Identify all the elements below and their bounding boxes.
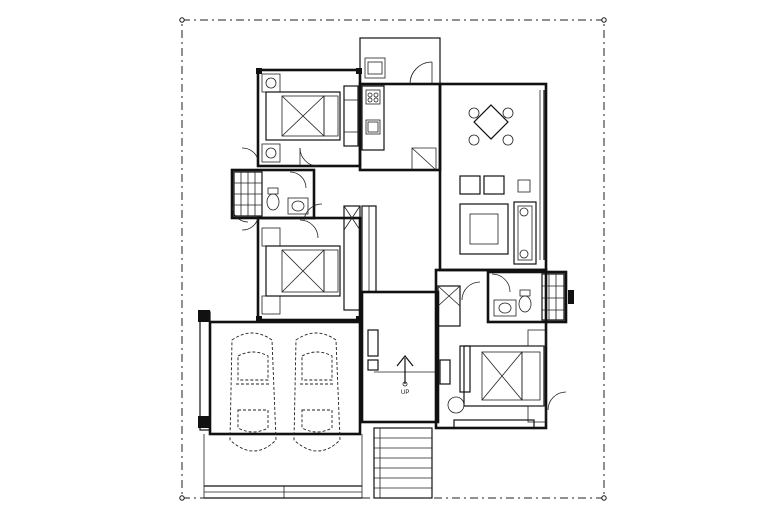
- bed-master: [463, 345, 545, 407]
- sofa: [513, 201, 537, 265]
- stair-hall: UP: [360, 290, 451, 424]
- coffee-table: [459, 203, 509, 255]
- bedroom-1: [256, 68, 362, 168]
- master-bedroom: [434, 268, 567, 430]
- wardrobe-1: [343, 85, 359, 147]
- dining-living: [438, 82, 548, 272]
- corridor: [361, 205, 377, 293]
- bathroom-1: [230, 168, 316, 220]
- toilet-1: [266, 187, 280, 211]
- armchairs: [459, 175, 531, 195]
- dining-table: [468, 104, 514, 146]
- stair-label: UP: [401, 390, 409, 396]
- bed-2: [265, 245, 341, 297]
- bed-1: [265, 91, 341, 141]
- wardrobe-2: [343, 205, 361, 311]
- kitchen: [358, 82, 442, 172]
- basin-1: [287, 197, 309, 215]
- door-swings: [231, 147, 323, 231]
- kitchen-counter: [361, 85, 385, 151]
- service-yard: [359, 37, 441, 85]
- stair-arrow: [396, 355, 414, 387]
- entry-steps: [373, 427, 433, 499]
- car-1: [229, 332, 277, 452]
- car-2: [293, 332, 341, 452]
- bedroom-2: [256, 205, 362, 322]
- toilet-2: [518, 289, 532, 313]
- basin-2: [493, 299, 517, 317]
- bathroom-2: [486, 270, 574, 324]
- shower-tile: [233, 171, 263, 217]
- shower-tile-2: [541, 273, 565, 321]
- garage: [198, 310, 363, 499]
- walk-in-closet: [437, 281, 481, 327]
